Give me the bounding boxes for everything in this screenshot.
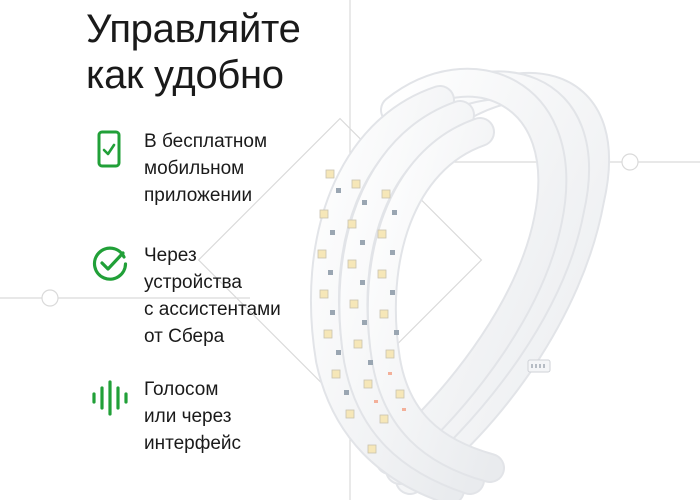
feature-line: от Сбера (144, 326, 225, 347)
smartphone-check-icon (90, 130, 130, 170)
led-strip-product-image (309, 67, 611, 500)
feature-line: с ассистентами (144, 299, 281, 320)
feature-line: приложении (144, 185, 253, 206)
feature-assistant-devices: Через устройства с ассистентами от Сбера (90, 242, 281, 350)
strip-connector (527, 359, 551, 373)
feature-line: Голосом (144, 379, 219, 400)
feature-mobile-app-text: В бесплатном мобильном приложении (144, 128, 267, 209)
feature-mobile-app: В бесплатном мобильном приложении (90, 128, 267, 209)
feature-assistant-devices-text: Через устройства с ассистентами от Сбера (144, 242, 281, 350)
voice-waveform-icon (90, 378, 130, 418)
feature-voice-control: Голосом или через интерфейс (90, 376, 241, 457)
page-title-line-2: как удобно (86, 53, 284, 97)
page-title-line-1: Управляйте (86, 7, 301, 51)
feature-line: устройства (144, 272, 242, 293)
feature-line: Через (144, 245, 197, 266)
feature-line: интерфейс (144, 433, 242, 454)
feature-line: или через (144, 406, 232, 427)
feature-line: мобильном (144, 158, 245, 179)
feature-line: В бесплатном (144, 131, 268, 152)
feature-voice-control-text: Голосом или через интерфейс (144, 376, 241, 457)
page-title: Управляйте как удобно (86, 6, 386, 98)
check-circle-icon (90, 244, 130, 284)
